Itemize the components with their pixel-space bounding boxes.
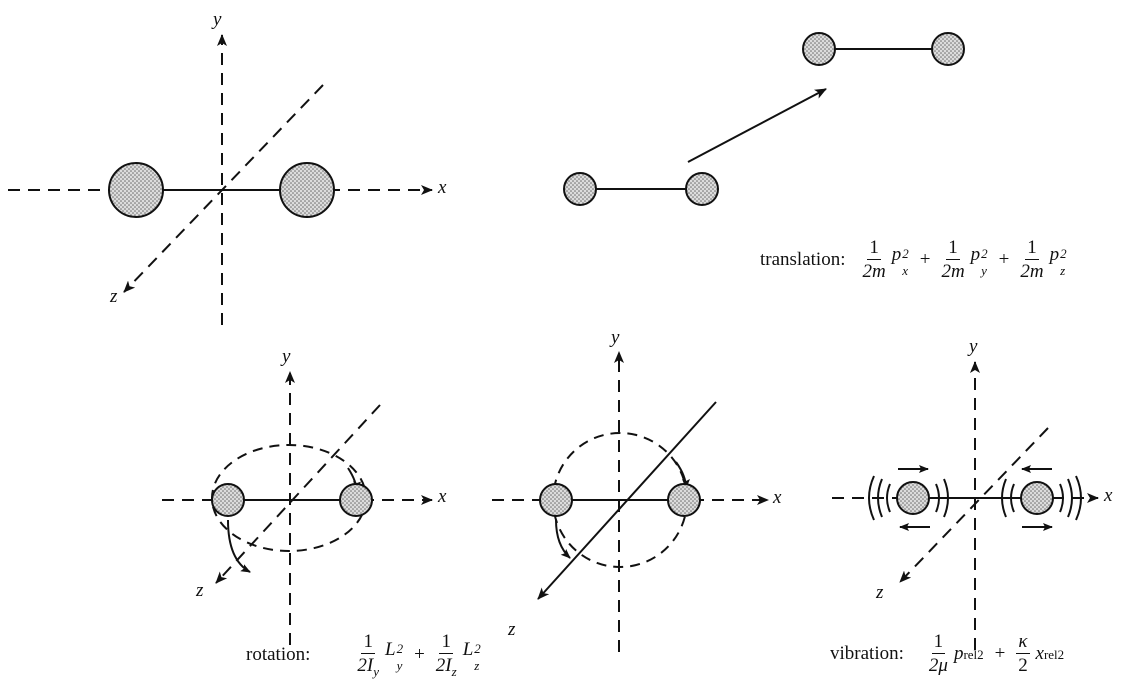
atom-left: [896, 481, 930, 515]
axes-panel-molecule: [8, 34, 433, 325]
vibration-caption: vibration:: [830, 643, 904, 664]
atom-right: [279, 162, 335, 218]
y-axis-label: y: [282, 346, 291, 367]
z-axis: [899, 427, 1049, 583]
atom-right: [339, 483, 373, 517]
y-axis-label: y: [611, 327, 620, 348]
atom-left: [108, 162, 164, 218]
atom-left: [211, 483, 245, 517]
atom-end-left: [802, 32, 836, 66]
rotation-arrow-bottom: [227, 519, 251, 573]
atom-right: [1020, 481, 1054, 515]
rotation-y-panel: [162, 371, 433, 645]
vibration-lines-left: [868, 475, 949, 521]
atom-end-right: [931, 32, 965, 66]
y-axis-label: y: [969, 336, 978, 357]
atom-left: [539, 483, 573, 517]
z-axis: [123, 84, 324, 293]
vibration-lines-right: [1001, 475, 1082, 521]
y-axis-label: y: [213, 9, 222, 30]
z-axis-label: z: [508, 619, 516, 640]
rotation-arrow-bottom: [555, 519, 571, 559]
translation-panel: [563, 32, 965, 206]
x-axis-label: x: [1104, 485, 1113, 506]
translation-arrow: [687, 88, 827, 163]
atom-right: [667, 483, 701, 517]
z-axis-label: z: [196, 580, 204, 601]
vibration-panel: [832, 361, 1099, 650]
atom-start-right: [685, 172, 719, 206]
rotation-z-panel: [492, 351, 769, 652]
x-axis-label: x: [773, 487, 782, 508]
z-axis-label: z: [876, 582, 884, 603]
x-axis-label: x: [438, 486, 447, 507]
z-axis: [215, 404, 381, 584]
translation-caption: translation:: [760, 249, 846, 270]
x-axis-label: x: [438, 177, 447, 198]
rotation-caption: rotation:: [246, 644, 311, 666]
atom-start-left: [563, 172, 597, 206]
z-axis-label: z: [110, 286, 118, 307]
